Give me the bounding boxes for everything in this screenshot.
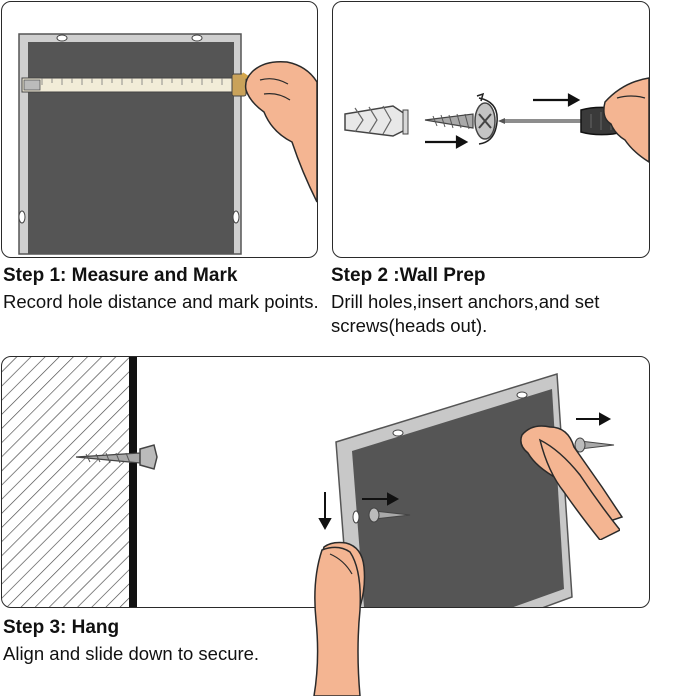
screw-icon xyxy=(424,92,498,145)
step2-title: Step 2 :Wall Prep xyxy=(331,265,486,286)
picture-frame-icon xyxy=(335,373,573,607)
wall-anchor-icon xyxy=(344,105,409,137)
hand-holding-screwdriver-icon xyxy=(603,77,649,163)
step2-description: Drill holes,insert anchors,and set screw… xyxy=(331,291,600,336)
hand-with-pencil-icon xyxy=(240,60,317,203)
step1-illustration-panel xyxy=(1,1,318,258)
left-arm-icon xyxy=(313,546,362,696)
step1-description: Record hole distance and mark points. xyxy=(3,291,319,312)
keyhole-hanger-icons xyxy=(18,34,240,224)
direction-arrow-icons xyxy=(425,93,581,149)
frame-backing xyxy=(28,42,234,254)
step3-title: Step 3: Hang xyxy=(3,617,120,638)
tape-measure-icon xyxy=(21,73,247,97)
measure-frame-illustration xyxy=(18,33,317,255)
step1-title: Step 1: Measure and Mark xyxy=(3,265,238,286)
step3-description: Align and slide down to secure. xyxy=(3,643,260,664)
right-arm-icon xyxy=(538,438,620,540)
wall-surface-line xyxy=(129,357,137,607)
wall-prep-illustration xyxy=(344,77,649,163)
mounting-screw-icons xyxy=(368,437,615,523)
wall-screw-icon xyxy=(75,444,158,470)
wall-hatch xyxy=(2,357,130,607)
step2-illustration-panel xyxy=(332,1,650,258)
direction-arrow-icons xyxy=(318,412,612,531)
